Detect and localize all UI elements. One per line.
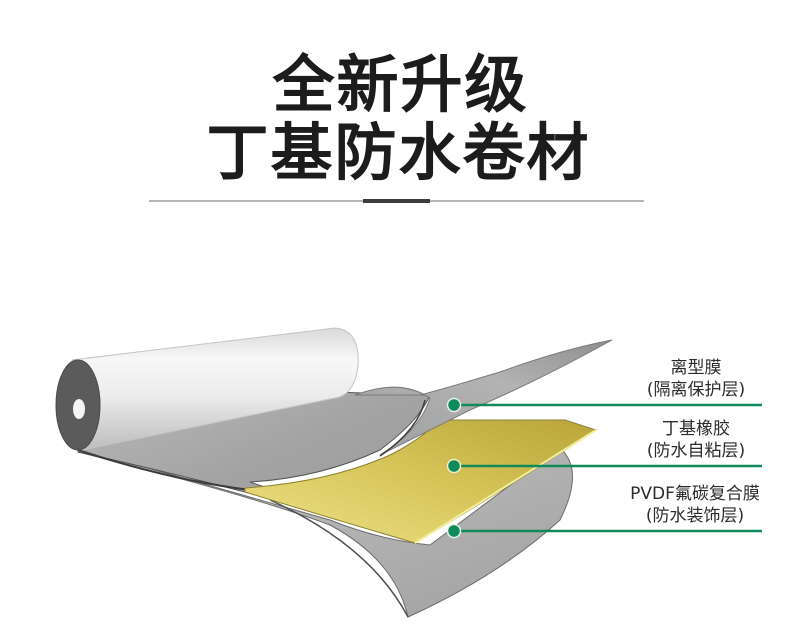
- title-line-2: 丁基防水卷材: [206, 116, 591, 189]
- callout-pvdf-film: [446, 523, 762, 539]
- layer-name: 丁基橡胶: [662, 419, 730, 439]
- roll-core-hole: [73, 399, 85, 419]
- callout-dot-icon: [446, 458, 462, 474]
- callout-release-film: [446, 397, 762, 413]
- callout-dot-icon: [446, 523, 462, 539]
- layer-description: (防水自粘层): [646, 441, 746, 461]
- membrane-roll: [55, 327, 359, 451]
- label-pvdf-film: PVDF氟碳复合膜 (防水装饰层): [600, 483, 789, 527]
- layer-name: PVDF氟碳复合膜: [630, 484, 760, 504]
- title-line-1: 全新升级: [272, 48, 529, 121]
- label-butyl-rubber: 丁基橡胶 (防水自粘层): [611, 418, 781, 462]
- pvdf-film-layer: [77, 447, 573, 618]
- butyl-rubber-layer: [244, 419, 598, 544]
- release-film-layer: [354, 339, 613, 457]
- layer-name: 离型膜: [670, 358, 722, 378]
- layer-description: (防水装饰层): [645, 506, 745, 526]
- layer-description: (隔离保护层): [646, 380, 746, 400]
- callout-butyl-rubber: [446, 458, 762, 474]
- callout-dot-icon: [446, 397, 462, 413]
- title-divider-accent: [363, 199, 430, 203]
- label-release-film: 离型膜 (隔离保护层): [611, 357, 781, 401]
